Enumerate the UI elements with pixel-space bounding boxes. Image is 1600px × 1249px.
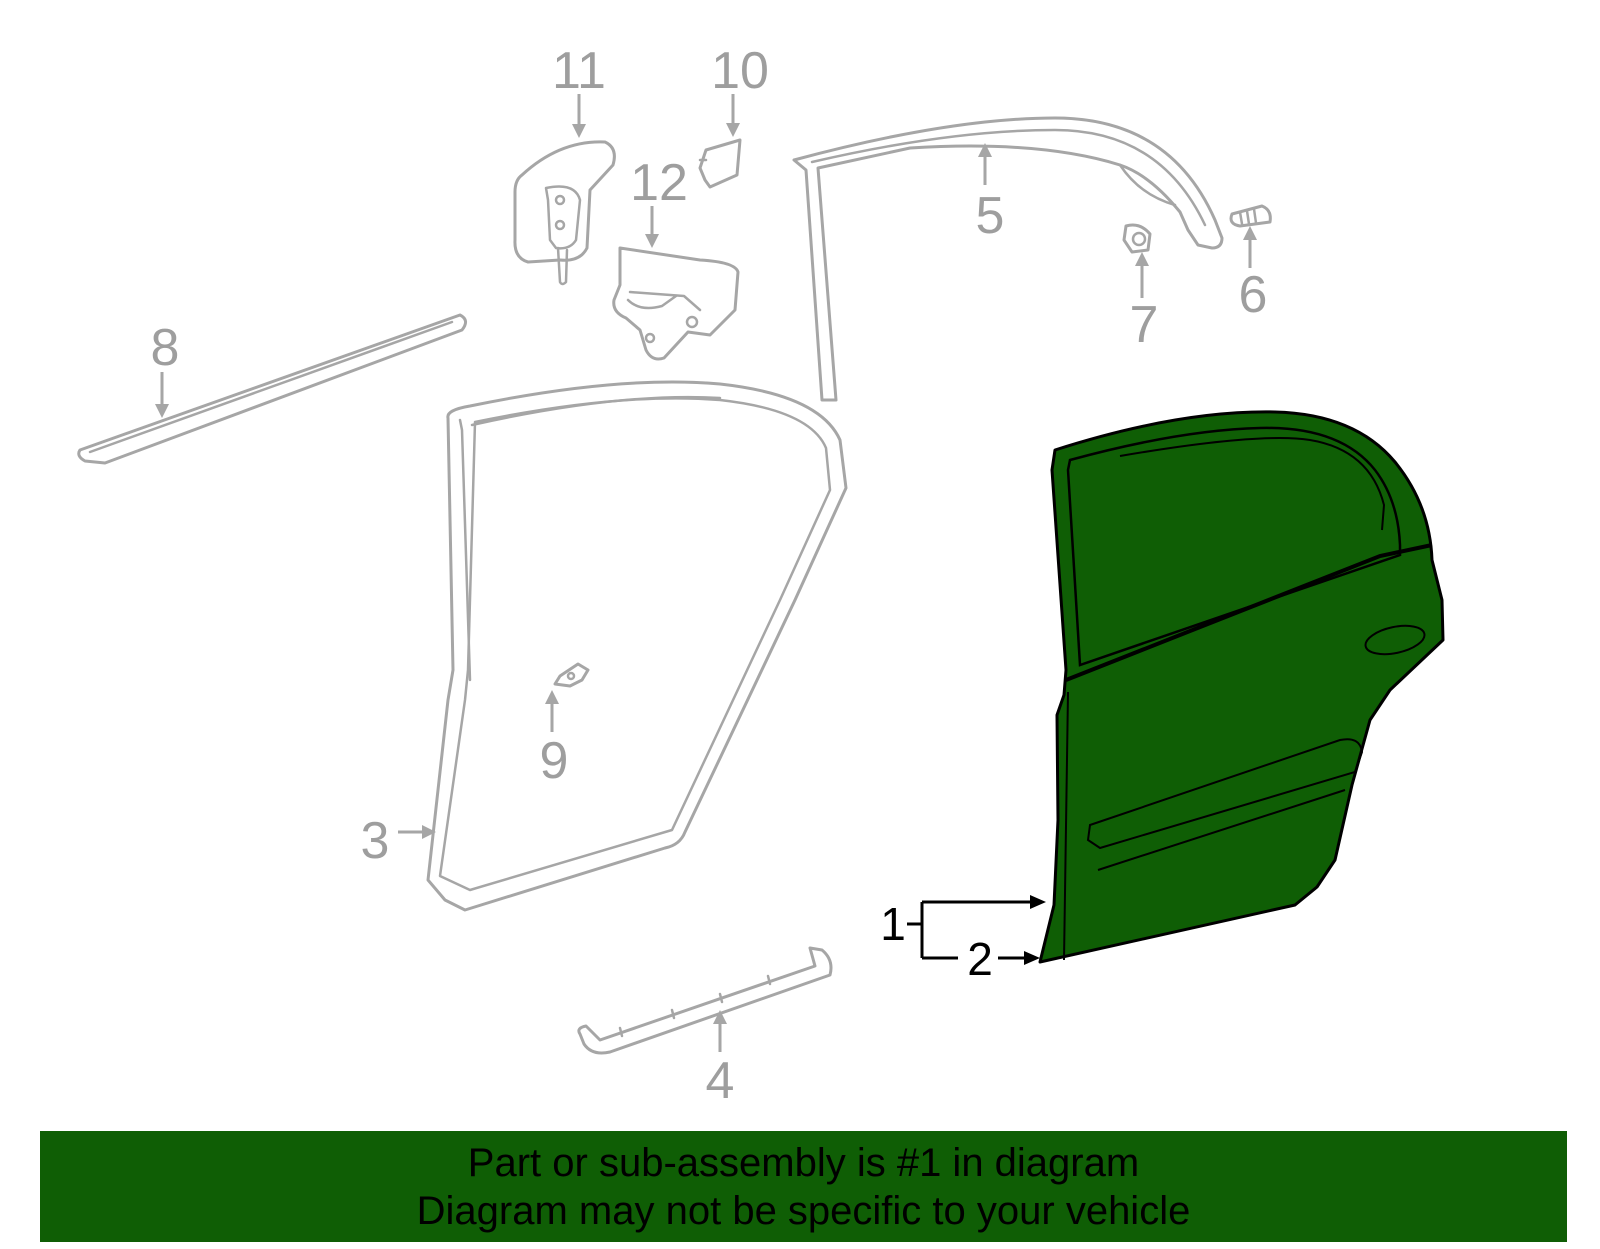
callout-6: 6	[1239, 226, 1268, 324]
callout-2: 2	[922, 933, 1040, 985]
callout-3-label: 3	[361, 812, 390, 870]
part-4-lower-molding[interactable]	[577, 946, 833, 1055]
callout-4-label: 4	[706, 1052, 735, 1110]
callout-11-label: 11	[552, 42, 606, 100]
callout-10: 10	[711, 42, 769, 137]
part-1-rear-door-shell[interactable]	[1038, 410, 1445, 964]
callout-1-label: 1	[880, 898, 906, 950]
part-10-clip[interactable]	[698, 138, 742, 189]
part-6-screw[interactable]	[1229, 204, 1272, 228]
callout-10-label: 10	[711, 42, 769, 100]
part-5-frame-molding[interactable]	[792, 116, 1224, 402]
callout-7: 7	[1130, 252, 1159, 354]
callout-2-label: 2	[967, 933, 993, 985]
part-9-clip[interactable]	[553, 662, 590, 688]
part-7-grommet[interactable]	[1122, 223, 1152, 254]
callout-5-label: 5	[976, 187, 1005, 245]
callout-3: 3	[361, 812, 436, 870]
callout-7-label: 7	[1130, 296, 1159, 354]
banner-line-part-info: Part or sub-assembly is #1 in diagram	[467, 1140, 1140, 1185]
callout-11: 11	[552, 42, 606, 138]
banner-line-disclaimer: Diagram may not be specific to your vehi…	[416, 1188, 1191, 1233]
callout-5: 5	[976, 143, 1005, 245]
callout-1: 1	[880, 895, 1046, 958]
part-8-belt-molding[interactable]	[77, 313, 467, 465]
part-11-door-hinge[interactable]	[513, 140, 616, 286]
callout-8-label: 8	[151, 319, 180, 377]
info-banner: Part or sub-assembly is #1 in diagram Di…	[40, 1131, 1567, 1242]
callout-9-label: 9	[540, 732, 569, 790]
callout-8: 8	[151, 319, 180, 418]
callout-12-label: 12	[630, 154, 688, 212]
part-3-weatherstrip[interactable]	[426, 380, 848, 912]
callout-9: 9	[540, 690, 569, 790]
callout-12: 12	[630, 154, 688, 248]
callout-6-label: 6	[1239, 266, 1268, 324]
callout-4: 4	[706, 1010, 735, 1110]
part-12-door-check[interactable]	[612, 246, 740, 361]
